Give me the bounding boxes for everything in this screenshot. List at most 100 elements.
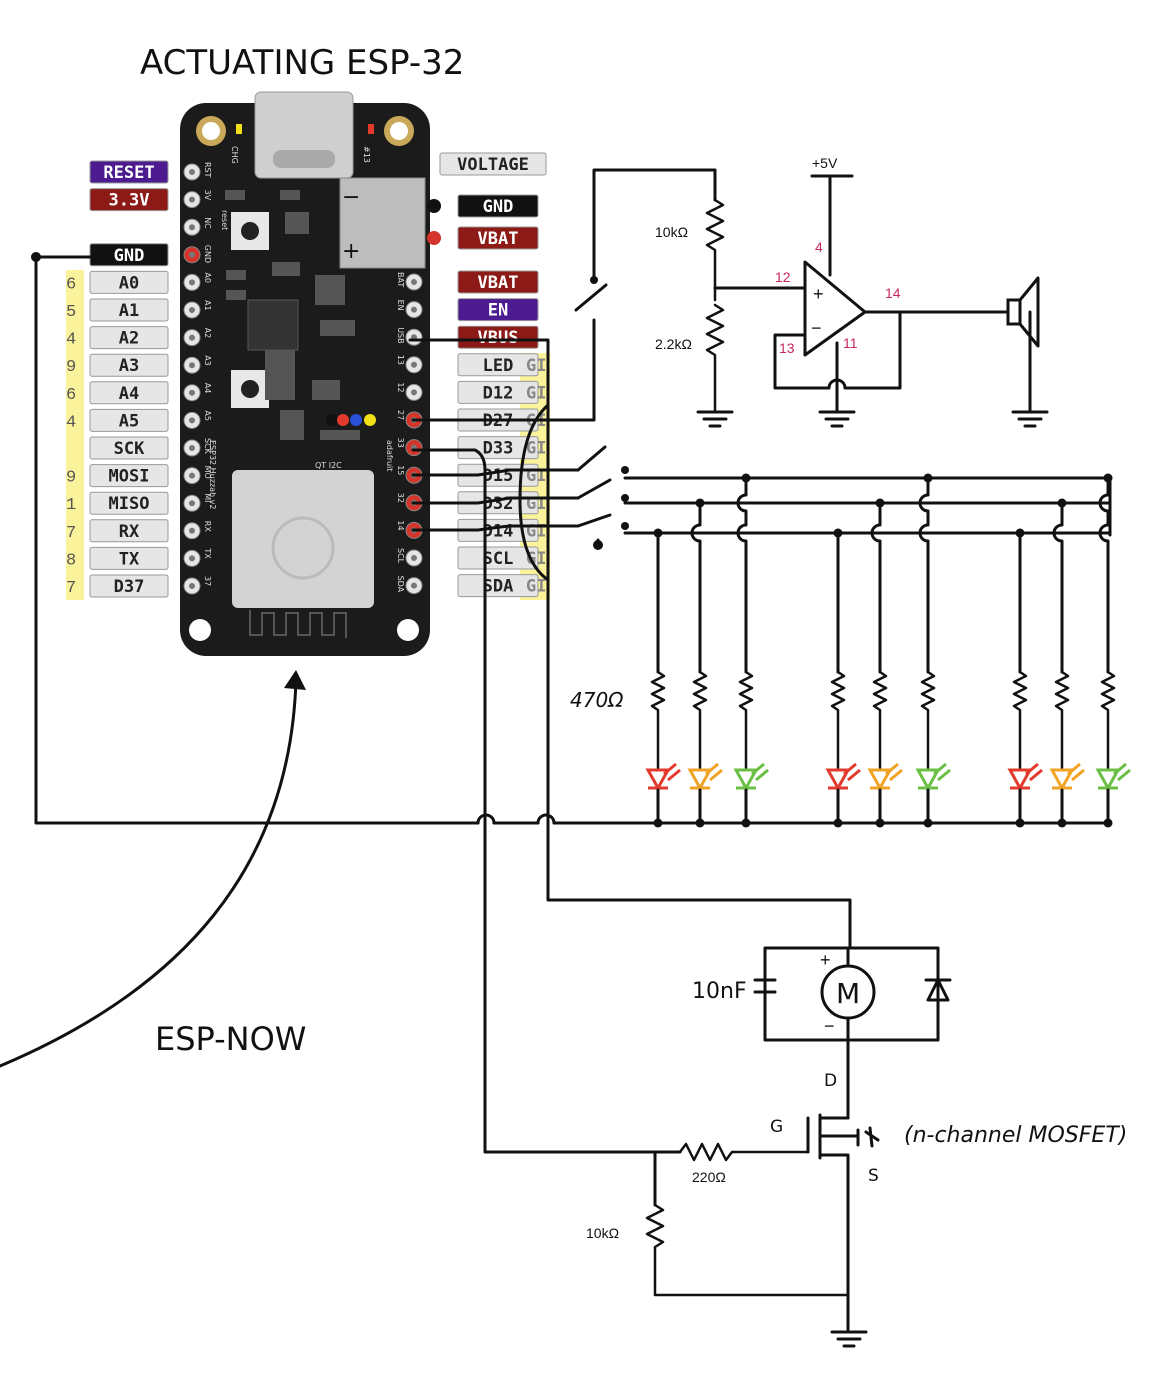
board-name-silk: ESP32 Huzzah v2: [208, 440, 217, 510]
left-pin-2: NC: [183, 217, 212, 236]
gpio-stub: GI: [526, 439, 546, 459]
right-pin-1: GND: [427, 194, 539, 218]
motor-plus: +: [820, 950, 831, 970]
opamp-minus: −: [811, 318, 822, 338]
gpio-stub: GI: [526, 356, 546, 376]
esp32-board: − + ESP32 Huzzah v2 adafruit QT I2C rese…: [180, 91, 430, 656]
left-pin-label: SCK: [114, 439, 145, 459]
left-pin-label: 3.3V: [109, 191, 150, 211]
vbus-motor-wire: [408, 338, 852, 950]
reset-silk: reset: [220, 210, 229, 230]
left-pin-number: 5: [66, 303, 76, 322]
speaker-switch: [574, 283, 608, 312]
r-bottom-label: 2.2kΩ: [655, 336, 692, 352]
left-pin-label: TX: [119, 549, 140, 569]
motor-label: M: [836, 977, 860, 1010]
motor-minus: −: [824, 1016, 835, 1036]
right-pin-label: VBAT: [478, 273, 519, 293]
led-column-6: [1007, 528, 1043, 828]
right-pin-0: VOLTAGE: [439, 152, 547, 176]
left-pin-number: 7: [66, 579, 76, 598]
left-pin-8: A4 A4 6: [66, 381, 212, 405]
left-pin-silk: RX: [203, 521, 212, 533]
mosfet-label: (n-channel MOSFET): [904, 1123, 1127, 1148]
right-pin-silk: 27: [396, 410, 405, 420]
left-pin-label: A1: [119, 301, 139, 321]
right-pin-silk: 12: [396, 382, 405, 392]
led-column-5: [915, 473, 951, 828]
left-pin-15: 37 D37 7: [66, 574, 212, 598]
led-column-1: [687, 498, 723, 828]
left-pin-1: 3V3.3V: [89, 188, 212, 212]
left-pin-silk: A0: [203, 272, 212, 283]
left-pin-label: RESET: [103, 163, 154, 183]
page-title: ACTUATING ESP-32: [140, 43, 464, 83]
led-column-7: [1049, 498, 1085, 828]
motor-circuit: 10nF M + − D G S (n-channel MOSFET) 220Ω…: [586, 946, 1127, 1348]
left-pin-label: A3: [119, 356, 139, 376]
led-column-8: [1095, 473, 1131, 828]
gpio-stub: GI: [526, 577, 546, 597]
op-amp: [803, 260, 867, 357]
flyback-diode: [924, 978, 952, 1002]
led-icon: [1007, 768, 1033, 792]
r-pulldown-label: 10kΩ: [586, 1225, 619, 1241]
left-pin-label: A5: [119, 411, 139, 431]
left-pin-number: 9: [66, 358, 76, 377]
chg-silk: CHG: [230, 146, 239, 164]
speaker-circuit: 10kΩ 2.2kΩ + − 4 12 13 11 14 +5V: [411, 155, 1049, 428]
led-column-3: [825, 528, 861, 828]
right-pin-label: GND: [483, 197, 514, 217]
speaker-icon: [1006, 298, 1022, 326]
right-pin-silk: 13: [396, 355, 405, 365]
left-pin-label: A4: [119, 384, 139, 404]
capacitor-label: 10nF: [692, 979, 747, 1004]
right-pin-silk: USB: [396, 327, 405, 343]
right-pin-label: VBUS: [478, 328, 519, 348]
gpio-stub: GI: [526, 549, 546, 569]
left-pin-label: D37: [114, 577, 145, 597]
led-array: 470Ω: [411, 445, 1131, 828]
gpio-stub: GI: [526, 521, 546, 541]
r-top-label: 10kΩ: [655, 224, 688, 240]
left-pin-label: MISO: [109, 494, 150, 514]
right-pin-label: D14: [483, 521, 514, 541]
led-switches: [576, 445, 612, 528]
svg-text:+: +: [342, 239, 360, 264]
pin-4: 4: [815, 239, 823, 255]
left-pin-header: RSTRESET3V3.3VNCGNDGNDA0A06A1A15A2A24A3A…: [66, 160, 212, 598]
led13-silk: #13: [362, 146, 371, 163]
pin-14: 14: [885, 285, 901, 301]
left-pin-silk: A5: [203, 410, 212, 421]
svg-text:−: −: [342, 185, 360, 210]
esp-now-link: ESP-NOW: [0, 670, 306, 1068]
r-220: [678, 1142, 810, 1162]
left-pin-silk: MO: [203, 466, 212, 479]
left-pin-silk: A4: [203, 383, 212, 394]
right-pin-silk: EN: [396, 300, 405, 311]
led-icon: [687, 768, 713, 792]
left-pin-number: 4: [66, 331, 76, 350]
left-pin-number: 6: [66, 386, 76, 405]
right-pin-label: D33: [483, 439, 514, 459]
left-pin-number: 7: [66, 524, 76, 543]
led-icon: [1049, 768, 1075, 792]
r-2k2-divider: [705, 303, 725, 412]
left-pin-number: 9: [66, 469, 76, 488]
signal-bundle-curve: [518, 403, 550, 582]
mosfet-icon: [856, 1126, 880, 1148]
left-pin-silk: NC: [203, 217, 212, 229]
left-pin-silk: 37: [203, 576, 212, 586]
